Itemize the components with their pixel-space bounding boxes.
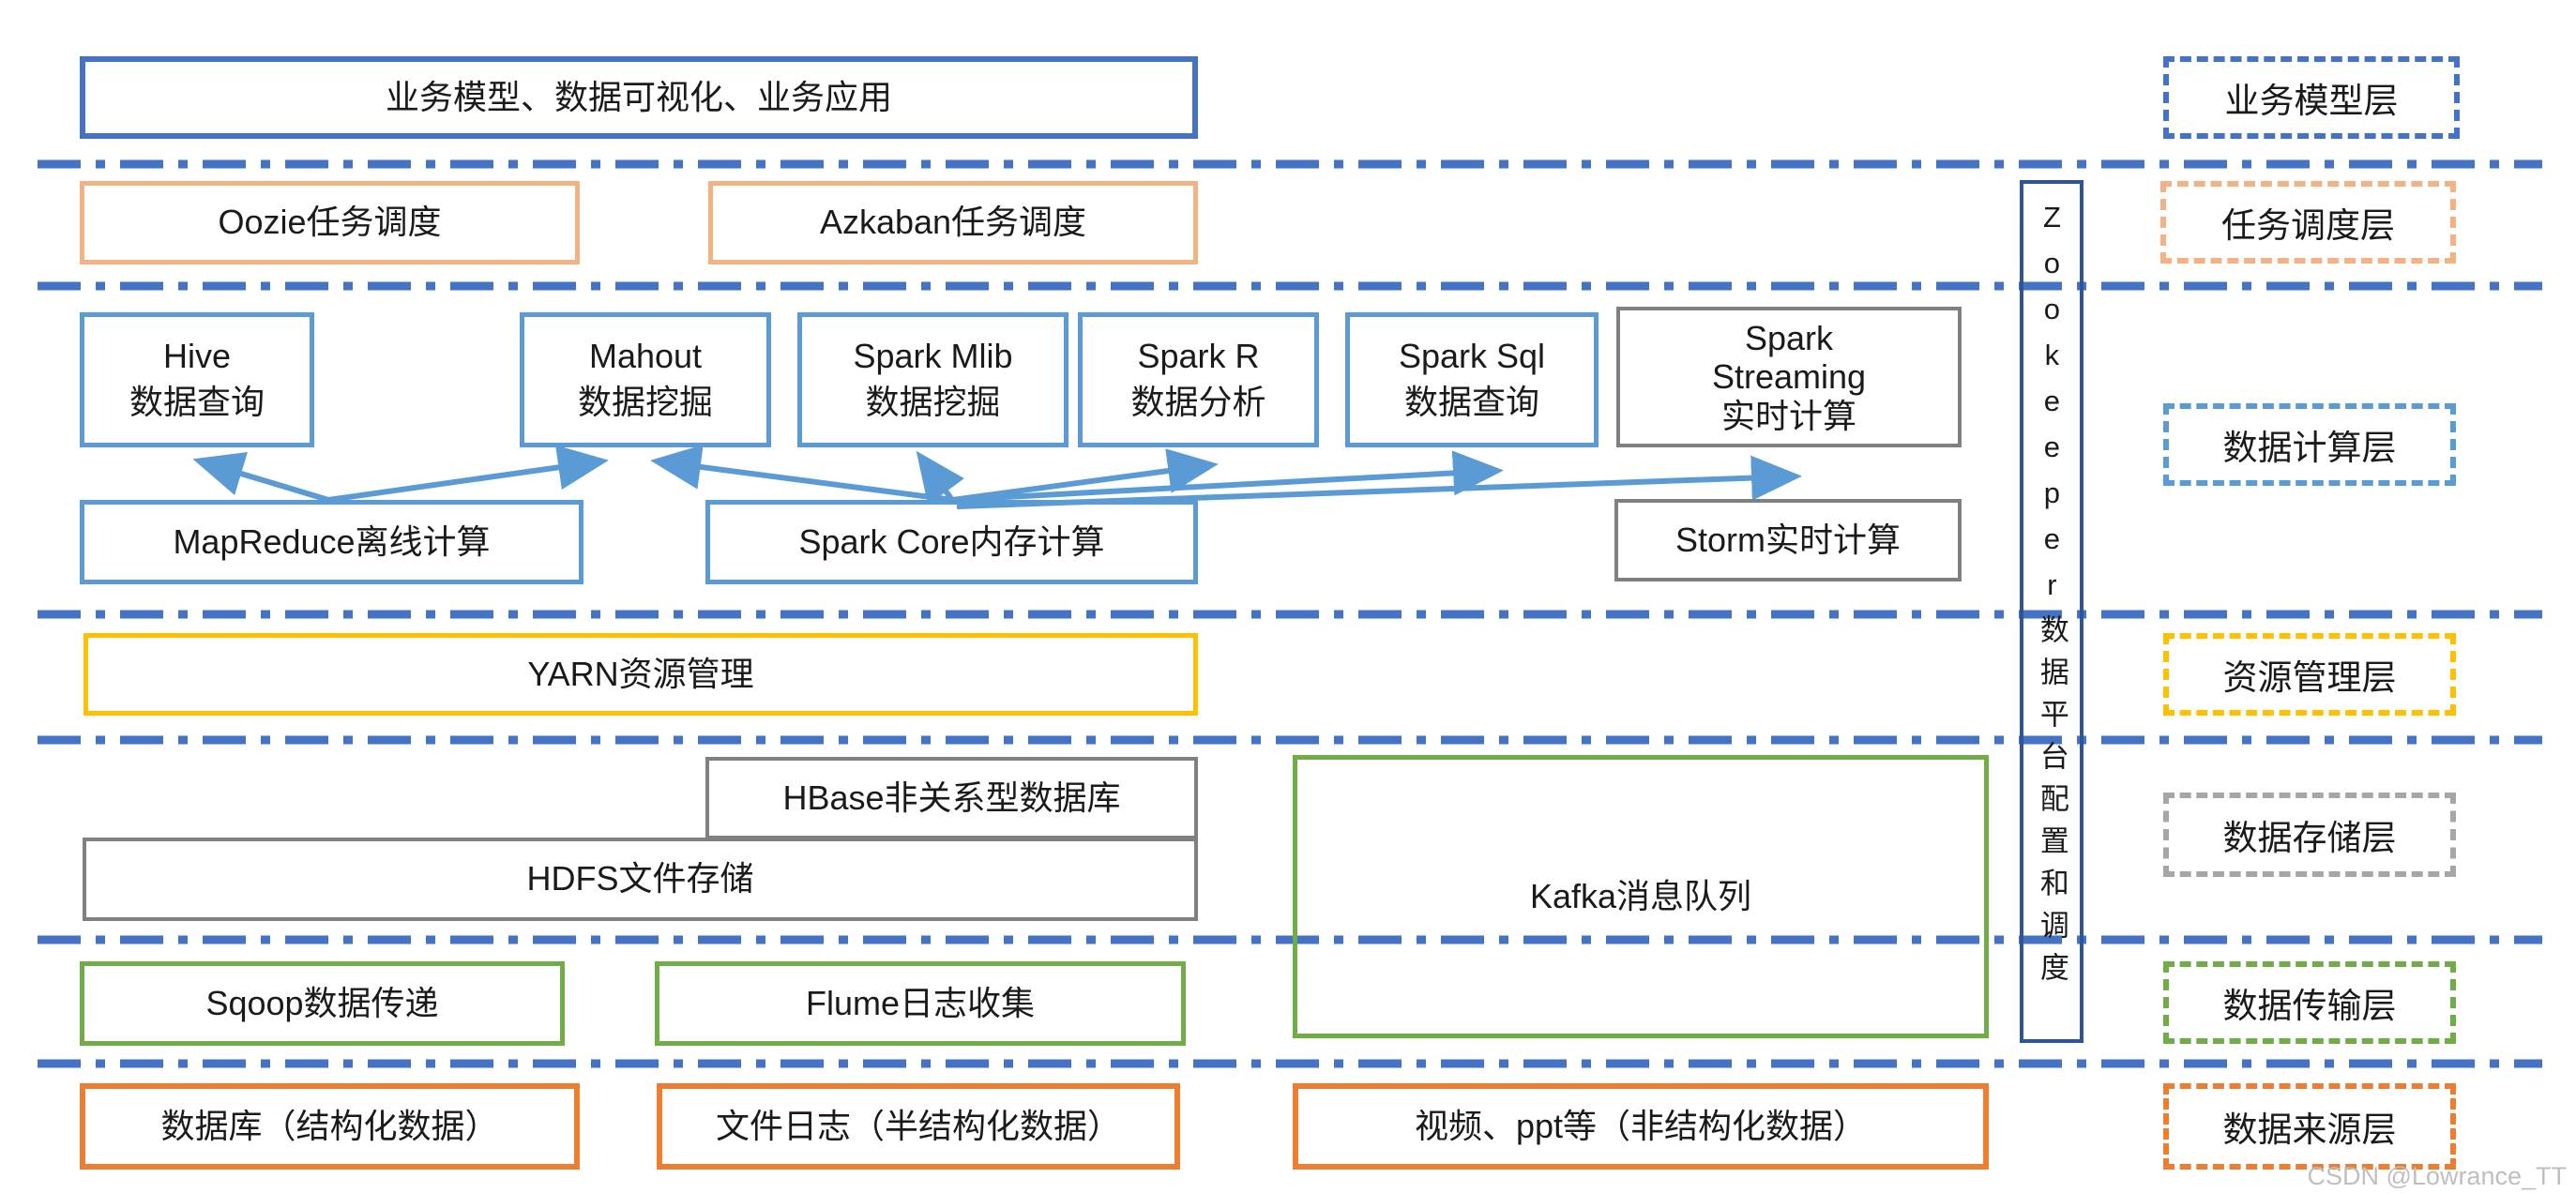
arrow-sparkcore-sparksql [951, 450, 1504, 503]
layer-label-scheduling: 任务调度层 [2160, 181, 2456, 264]
source-filelog-box: 文件日志（半结构化数据） [657, 1083, 1180, 1170]
source-media-box: 视频、ppt等（非结构化数据） [1293, 1083, 1989, 1170]
layer-label-compute: 数据计算层 [2163, 403, 2456, 486]
hdfs-box: HDFS文件存储 [83, 838, 1198, 921]
layer-label-transport: 数据传输层 [2163, 961, 2456, 1044]
arrow-sparkcore-mahout [650, 445, 953, 503]
azkaban-box: Azkaban任务调度 [708, 181, 1198, 264]
hive-box: Hive 数据查询 [80, 312, 314, 447]
arrow-mapreduce-hive [192, 452, 329, 503]
hbase-box: HBase非关系型数据库 [705, 757, 1198, 839]
business-apps-box: 业务模型、数据可视化、业务应用 [80, 56, 1198, 139]
layer-separator-lines [38, 159, 2542, 1068]
layer-label-resource: 资源管理层 [2163, 633, 2456, 716]
spark-sql-box: Spark Sql 数据查询 [1345, 312, 1599, 447]
sqoop-box: Sqoop数据传递 [80, 961, 565, 1046]
spark-r-box: Spark R 数据分析 [1078, 312, 1319, 447]
spark-mlib-box: Spark Mlib 数据挖掘 [797, 312, 1068, 447]
spark-core-box: Spark Core内存计算 [705, 500, 1198, 584]
spark-streaming-box: Spark Streaming 实时计算 [1616, 307, 1962, 447]
mahout-box: Mahout 数据挖掘 [520, 312, 771, 447]
flume-box: Flume日志收集 [655, 961, 1186, 1046]
arrow-sparkcore-sparkmlib [916, 450, 964, 506]
storm-box: Storm实时计算 [1614, 499, 1962, 581]
kafka-box: Kafka消息队列 [1293, 755, 1989, 1038]
source-db-box: 数据库（结构化数据） [80, 1083, 580, 1170]
csdn-watermark: CSDN @Lowrance_TT [2307, 1162, 2568, 1190]
layer-label-business: 业务模型层 [2163, 56, 2460, 139]
oozie-box: Oozie任务调度 [80, 181, 580, 264]
arrow-mapreduce-mahout [327, 445, 609, 503]
mapreduce-box: MapReduce离线计算 [80, 500, 583, 584]
zookeeper-column: Zookeeper数据平台配置和调度 [2020, 180, 2084, 1043]
arrow-sparkcore-sparkr [951, 448, 1219, 503]
layer-label-storage: 数据存储层 [2163, 793, 2456, 877]
layer-label-source: 数据来源层 [2163, 1083, 2456, 1170]
yarn-box: YARN资源管理 [83, 633, 1198, 716]
